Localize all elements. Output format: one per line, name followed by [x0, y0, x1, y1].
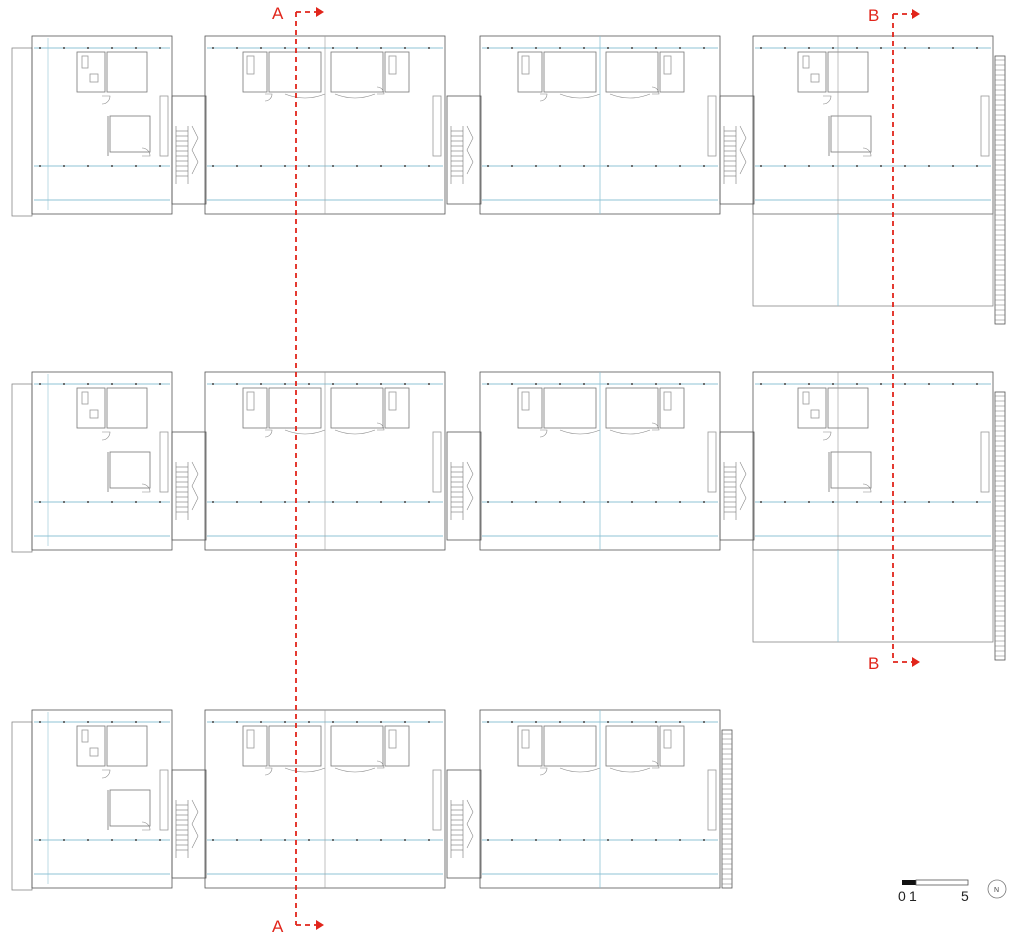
floor-level-middle	[11, 371, 1006, 661]
floor-level-upper	[11, 35, 1006, 325]
scale-bar: 0 1 5	[898, 879, 969, 904]
floor-levels	[11, 35, 1006, 891]
scale-tick-5: 5	[961, 888, 969, 904]
section-line-a: A A	[272, 4, 324, 936]
section-label-a-bottom: A	[272, 917, 284, 936]
north-arrow: N	[987, 879, 1007, 899]
section-label-b-top: B	[868, 6, 879, 25]
scale-tick-1: 1	[909, 888, 917, 904]
scale-tick-0: 0	[898, 888, 906, 904]
floor-level-lower	[11, 709, 733, 891]
section-line-b: B B	[868, 6, 920, 673]
section-label-b-bottom: B	[868, 654, 879, 673]
north-label: N	[994, 887, 999, 894]
section-label-a-top: A	[272, 4, 284, 23]
